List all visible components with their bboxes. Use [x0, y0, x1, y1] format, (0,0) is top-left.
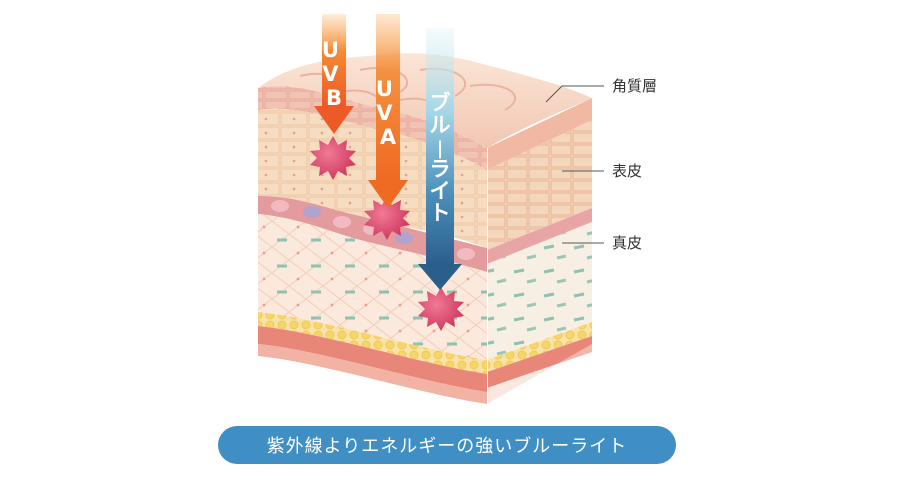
- damage-spot-uvb: [310, 136, 356, 180]
- side-fat: [487, 322, 592, 372]
- uvb-char-1: U: [322, 38, 339, 62]
- damage-spots: [310, 136, 464, 331]
- arrow-uvb-label: U V B: [322, 38, 346, 110]
- side-basal-layer: [487, 208, 592, 264]
- uva-char-3: A: [380, 125, 397, 149]
- front-fat: [258, 312, 487, 374]
- uva-char-2: V: [376, 101, 393, 125]
- damage-spot-blue-light: [418, 287, 464, 331]
- blue-light-char: ル: [430, 113, 451, 137]
- label-epidermis: 表皮: [562, 162, 642, 180]
- blue-light-char: ト: [430, 201, 451, 225]
- uva-char-1: U: [376, 77, 393, 101]
- arrow-blue-light: ブル|ライト: [418, 28, 462, 290]
- uvb-char-2: V: [322, 62, 339, 86]
- arrow-uva: U V A: [368, 14, 408, 208]
- skin-block-side-face: [486, 98, 592, 404]
- side-dermis: [487, 222, 592, 360]
- label-stratum-corneum: 角質層: [545, 77, 657, 103]
- caption-banner: 紫外線よりエネルギーの強いブルーライト: [218, 426, 676, 464]
- blue-light-char: ブ: [430, 91, 451, 115]
- side-corneum: [487, 98, 592, 170]
- blue-light-char: |: [437, 138, 444, 159]
- label-dermis: 真皮: [562, 234, 642, 252]
- blue-light-char: ラ: [430, 157, 451, 181]
- damage-spot-uva: [364, 196, 410, 240]
- label-epidermis-text: 表皮: [612, 162, 642, 180]
- label-stratum-corneum-text: 角質層: [612, 77, 657, 95]
- blue-light-char: イ: [430, 179, 451, 203]
- label-dermis-text: 真皮: [612, 234, 642, 252]
- arrow-blue-light-label: ブル|ライト: [430, 91, 451, 225]
- uvb-char-3: B: [326, 86, 342, 110]
- side-muscle: [487, 336, 592, 388]
- side-epidermis: [487, 120, 592, 250]
- arrow-uva-label: U V A: [376, 77, 400, 149]
- front-muscle: [258, 326, 487, 392]
- arrow-uvb: U V B: [314, 14, 354, 134]
